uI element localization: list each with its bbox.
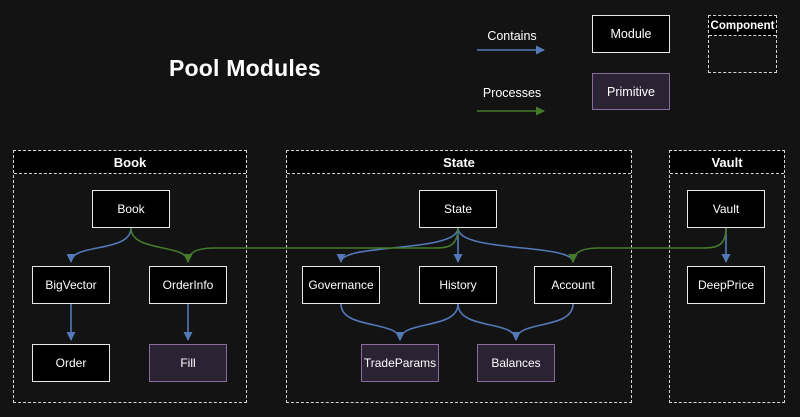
container-header-vault: Vault	[670, 151, 784, 174]
node-book: Book	[92, 190, 170, 228]
node-orderinfo: OrderInfo	[149, 266, 227, 304]
legend-module-label: Module	[610, 27, 652, 41]
legend-processes-label: Processes	[482, 86, 542, 100]
container-state: State	[286, 150, 632, 403]
legend-component-label: Component	[709, 16, 776, 36]
node-order: Order	[32, 344, 110, 382]
legend-primitive-box: Primitive	[592, 73, 670, 110]
node-deepprice: DeepPrice	[687, 266, 765, 304]
node-bigvector: BigVector	[32, 266, 110, 304]
page-title: Pool Modules	[169, 55, 321, 81]
legend-component-box: Component	[708, 15, 777, 73]
node-state: State	[419, 190, 497, 228]
node-fill: Fill	[149, 344, 227, 382]
container-header-state: State	[287, 151, 631, 174]
node-balances: Balances	[477, 344, 555, 382]
legend-contains-label: Contains	[487, 29, 537, 43]
node-account: Account	[534, 266, 612, 304]
container-vault: Vault	[669, 150, 785, 403]
node-vault: Vault	[687, 190, 765, 228]
legend-primitive-label: Primitive	[607, 84, 655, 99]
container-header-book: Book	[14, 151, 246, 174]
legend-module-box: Module	[592, 15, 670, 53]
node-tradeparams: TradeParams	[361, 344, 439, 382]
node-governance: Governance	[302, 266, 380, 304]
container-book: Book	[13, 150, 247, 403]
node-history: History	[419, 266, 497, 304]
